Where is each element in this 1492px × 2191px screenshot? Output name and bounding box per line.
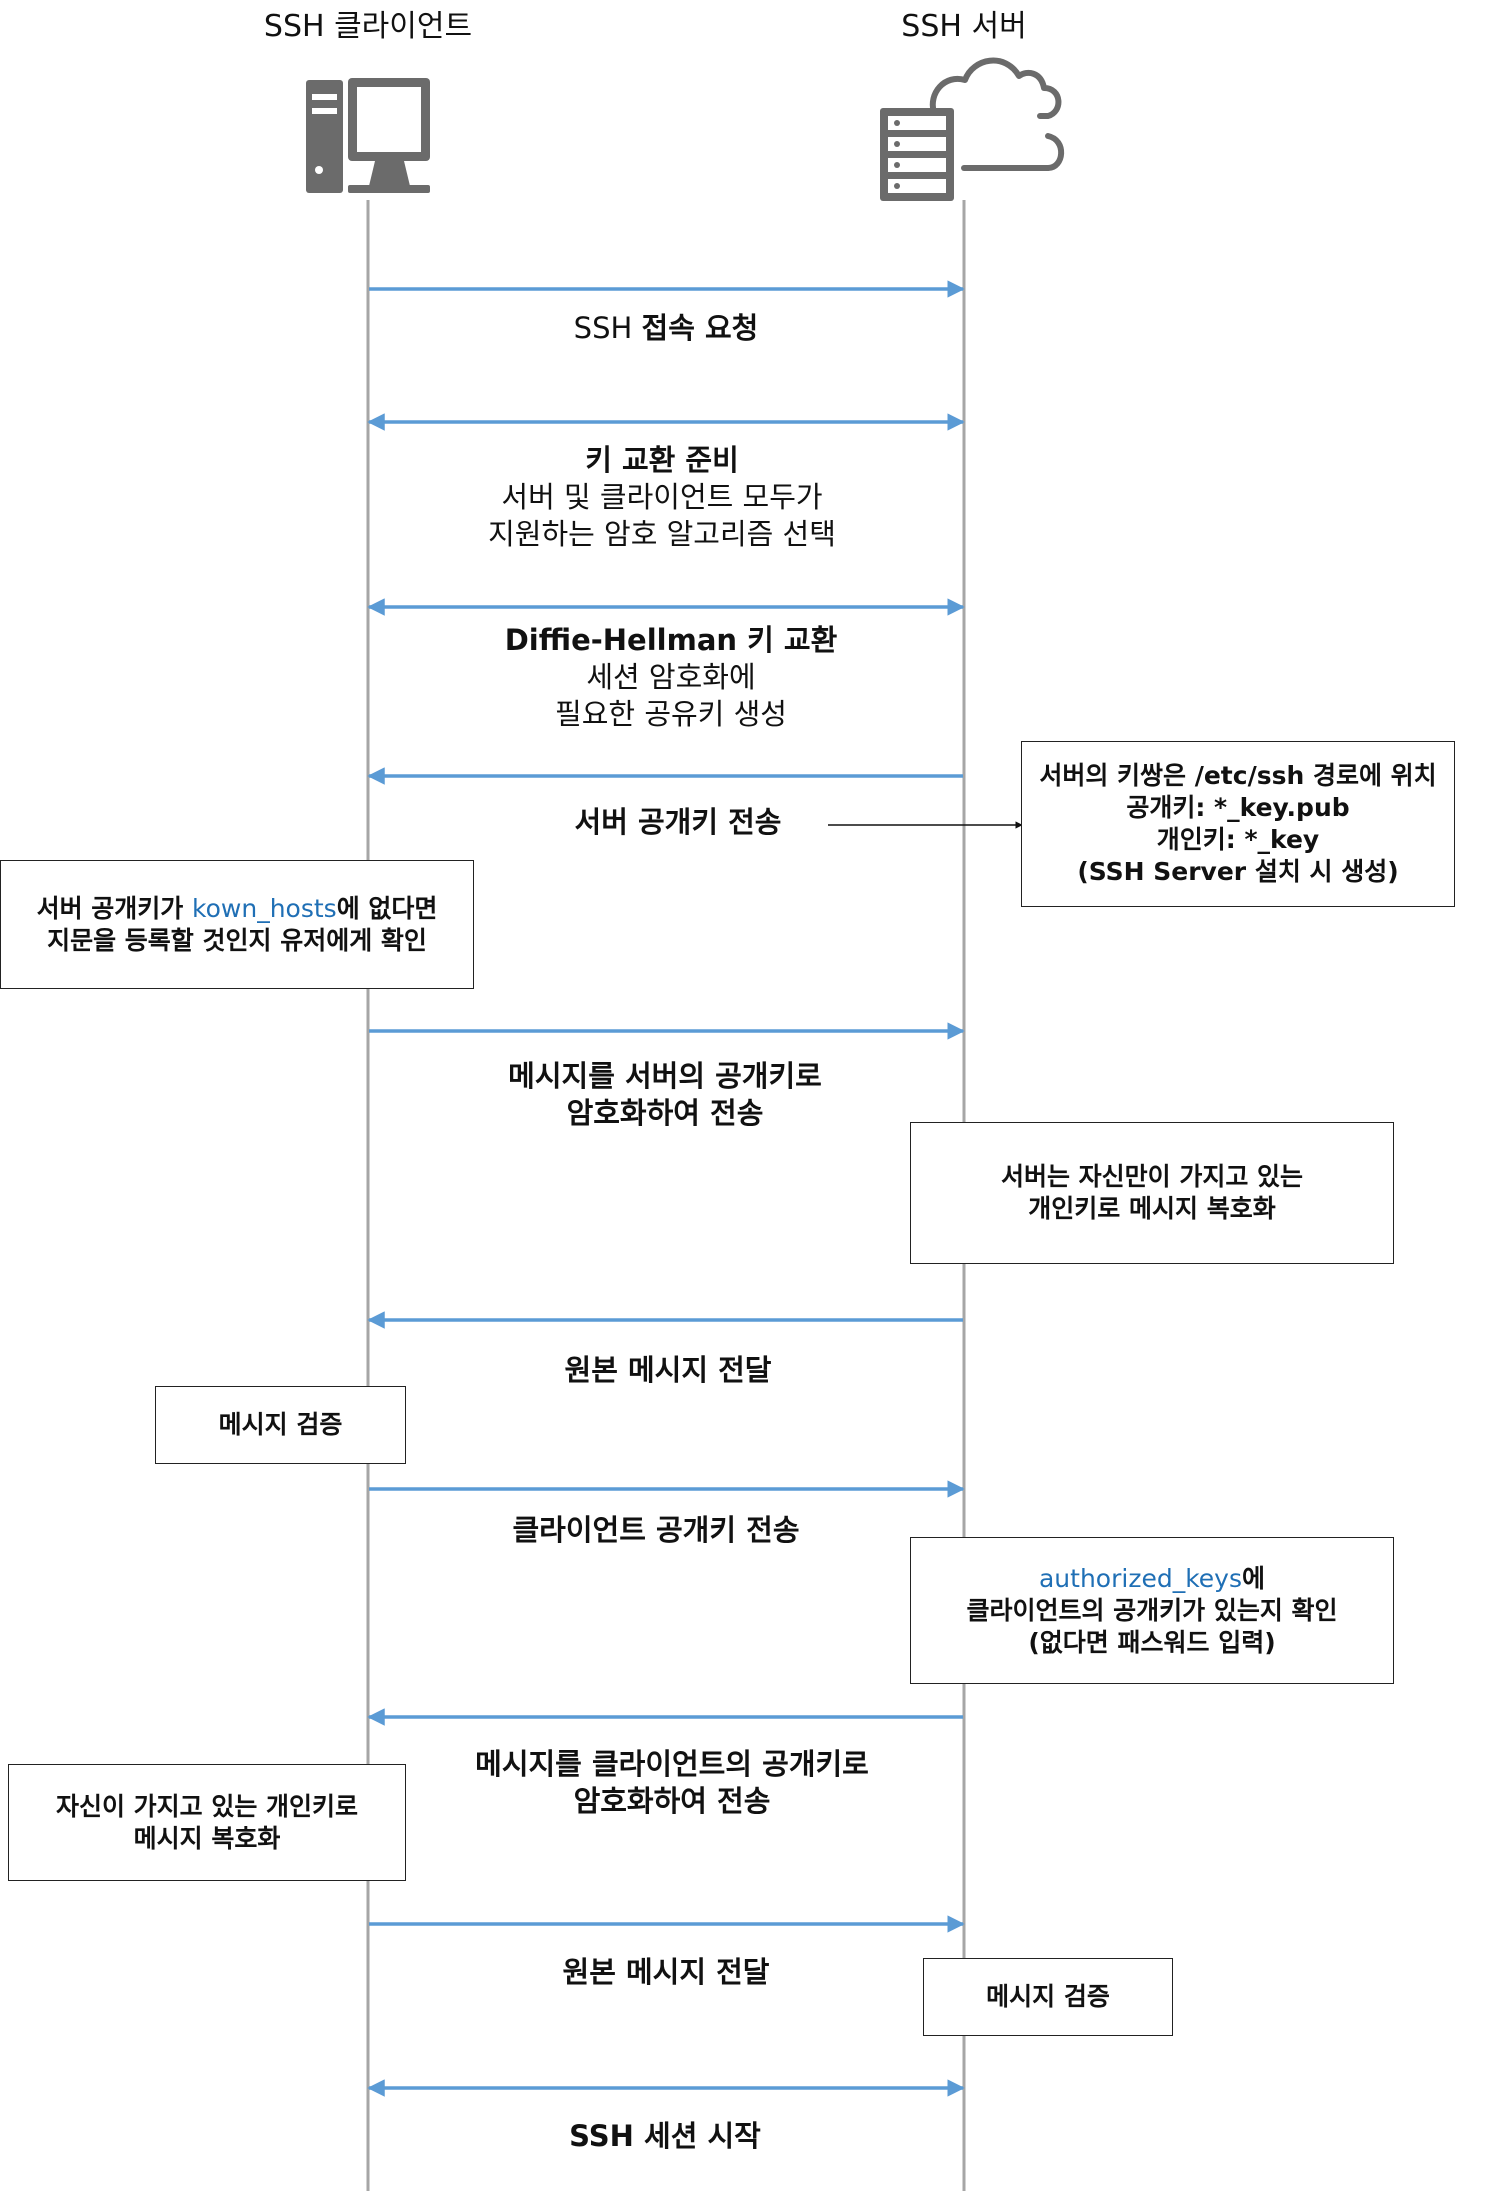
message-label-original-message-1: 원본 메시지 전달 bbox=[564, 1353, 772, 1387]
known-hosts-term: kown_hosts bbox=[192, 893, 337, 923]
desktop-computer-icon bbox=[306, 78, 430, 193]
note-server-verify: 메시지 검증 bbox=[923, 1958, 1173, 2036]
note-known-hosts: 서버 공개키가 kown_hosts에 없다면 지문을 등록할 것인지 유저에게… bbox=[0, 860, 474, 989]
message-label-encrypt-with-client-key: 메시지를 클라이언트의 공개키로 암호화하여 전송 bbox=[475, 1747, 869, 1818]
server-participant-label: SSH 서버 bbox=[901, 9, 1027, 44]
note-authorized-keys: authorized_keys에 클라이언트의 공개키가 있는지 확인 (없다면… bbox=[910, 1537, 1394, 1684]
client-participant-label: SSH 클라이언트 bbox=[263, 9, 473, 44]
note-server-keypair: 서버의 키쌍은 /etc/ssh 경로에 위치 공개키: *_key.pub 개… bbox=[1021, 741, 1455, 907]
message-label-client-public-key: 클라이언트 공개키 전송 bbox=[512, 1513, 800, 1547]
message-label-ssh-connect-request: SSH 접속 요청 bbox=[573, 311, 759, 345]
message-label-diffie-hellman: Diffie-Hellman 키 교환 세션 암호화에 필요한 공유키 생성 bbox=[504, 623, 838, 731]
message-label-ssh-session-start: SSH 세션 시작 bbox=[569, 2119, 761, 2153]
authorized-keys-term: authorized_keys bbox=[1038, 1563, 1242, 1593]
note-client-verify: 메시지 검증 bbox=[155, 1386, 406, 1464]
note-client-decrypt: 자신이 가지고 있는 개인키로 메시지 복호화 bbox=[8, 1764, 406, 1881]
message-label-original-message-2: 원본 메시지 전달 bbox=[562, 1955, 770, 1989]
server-cloud-icon bbox=[880, 57, 1065, 201]
message-label-key-exchange-prep: 키 교환 준비 서버 및 클라이언트 모두가 지원하는 암호 알고리즘 선택 bbox=[488, 443, 836, 551]
note-server-decrypt: 서버는 자신만이 가지고 있는 개인키로 메시지 복호화 bbox=[910, 1122, 1394, 1264]
message-label-server-public-key: 서버 공개키 전송 bbox=[574, 805, 782, 839]
message-label-encrypt-with-server-key: 메시지를 서버의 공개키로 암호화하여 전송 bbox=[508, 1059, 822, 1130]
message-arrows bbox=[367, 280, 965, 2097]
